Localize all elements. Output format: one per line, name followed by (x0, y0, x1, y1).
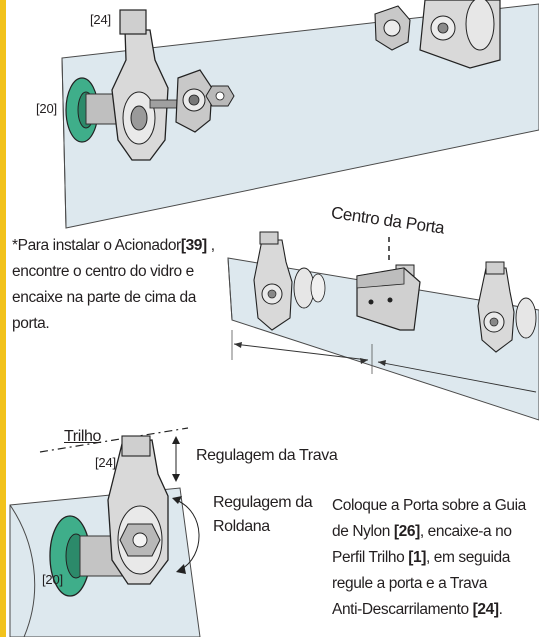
bottom-roller-assembly (49, 435, 200, 597)
ref-label-20-bottom: [20] (42, 572, 63, 587)
rail-label: Trilho (64, 428, 102, 445)
middle-right-roller (477, 261, 537, 353)
instructions-line-5: Anti-Descarrilamento [24]. (332, 601, 503, 618)
ref-label-24-top: [24] (90, 12, 111, 27)
ref-label-20-top: [20] (36, 101, 57, 116)
lock-adjustment-label: Regulagem da Trava (196, 447, 338, 464)
top-right-roller-assembly (374, 0, 501, 69)
instructions-line-2: de Nylon [26], encaixe-a no (332, 523, 512, 540)
instructions-line-4: regule a porta e a Trava (332, 575, 487, 592)
actuator-note-line-4: porta. (12, 315, 50, 332)
roller-adjustment-label-1: Regulagem da (213, 494, 313, 511)
actuator-block (356, 264, 421, 331)
actuator-note-line-2: encontre o centro do vidro e (12, 263, 194, 280)
ref-label-24-bottom: [24] (95, 455, 116, 470)
actuator-note-line-3: encaixe na parte de cima da (12, 289, 196, 306)
roller-adjustment-label-2: Roldana (213, 518, 270, 535)
instructions-line-3: Perfil Trilho [1], em seguida (332, 549, 510, 566)
top-left-roller-assembly (65, 9, 235, 161)
instructions-line-1: Coloque a Porta sobre a Guia (332, 497, 526, 514)
middle-left-roller (253, 231, 326, 331)
actuator-note-line-1: *Para instalar o Acionador[39] , (12, 237, 215, 254)
bottom-rail-line (39, 427, 189, 453)
accent-stripe (0, 0, 6, 637)
